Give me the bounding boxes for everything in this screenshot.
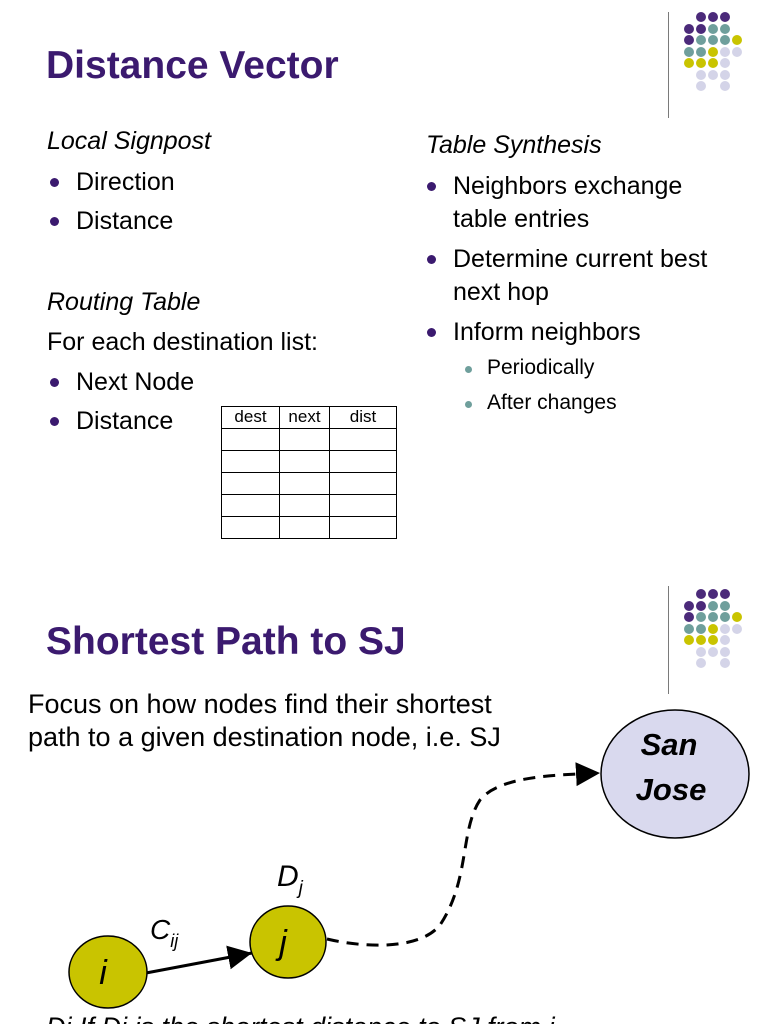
logo-dot: [684, 600, 694, 611]
table-row: [221, 494, 397, 517]
logo-dot: [708, 589, 718, 599]
table-header-cell: dest: [221, 406, 280, 429]
logo-dot: [708, 35, 718, 45]
logo-dot: [708, 600, 718, 611]
logo-dot: [696, 589, 706, 599]
slide-title: Distance Vector: [46, 44, 339, 87]
logo-dot: [720, 69, 730, 80]
logo-dot: [684, 623, 694, 634]
routing-table-heading: Routing Table: [47, 288, 201, 316]
logo-dot: [708, 46, 718, 57]
logo-dot: [684, 635, 694, 645]
table-header-cell: next: [279, 406, 330, 429]
logo-dot: [720, 612, 730, 622]
slide-title: Shortest Path to SJ: [46, 620, 406, 663]
logo-dot: [696, 635, 706, 645]
logo-dot: [720, 12, 730, 22]
logo-dot: [696, 35, 706, 45]
logo-dot: [696, 658, 706, 668]
logo-dot: [696, 600, 706, 611]
logo-dot: [732, 46, 742, 57]
san-jose-label-line2: Jose: [636, 772, 707, 807]
logo-dot: [684, 46, 694, 57]
logo-dot: [720, 635, 730, 645]
sub-bullet-item: Periodically: [465, 356, 594, 380]
slide-shortest-path: Shortest Path to SJ Focus on how nodes f…: [0, 580, 768, 1024]
node-i-label: i: [99, 954, 108, 992]
bullet-item: Distance: [50, 205, 173, 238]
bullet-item: Inform neighbors: [427, 316, 641, 349]
path-diagram: San Jose j i Dj Cij Di If Dj is the shor…: [46, 709, 750, 1024]
dashed-path-edge: [326, 762, 601, 947]
logo-dot: [696, 46, 706, 57]
slide-distance-vector: Distance Vector Local Signpost Direction…: [46, 12, 742, 539]
divider-line: [668, 586, 669, 694]
bullet-item: Distance: [50, 405, 173, 438]
logo-dot: [720, 623, 730, 634]
table-header-row: dest next dist: [221, 406, 397, 429]
logo-dot: [684, 612, 694, 622]
dj-label: Dj: [277, 860, 304, 899]
logo-dot: [720, 23, 730, 34]
logo-dot: [720, 589, 730, 599]
logo-dot: [708, 23, 718, 34]
divider-line: [668, 12, 669, 118]
logo-dot: [720, 658, 730, 668]
logo-dot: [720, 600, 730, 611]
table-header-cell: dist: [329, 406, 397, 429]
logo-dot: [708, 635, 718, 645]
logo-dot: [696, 23, 706, 34]
table-row: [221, 472, 397, 495]
logo-dot: [684, 23, 694, 34]
san-jose-label-line1: San: [641, 727, 698, 762]
san-jose-node: [600, 709, 750, 839]
node-i: [68, 935, 148, 1009]
logo-dot: [732, 35, 742, 45]
logo-dot: [708, 69, 718, 80]
bottom-partial-text: Di If Dj is the shortest distance to SJ …: [46, 1012, 556, 1024]
logo-dot: [708, 612, 718, 622]
logo-dot: [696, 623, 706, 634]
logo-dot: [696, 81, 706, 91]
node-j: [249, 905, 327, 979]
bullet-item: Next Node: [50, 366, 194, 399]
sub-bullet-item: After changes: [465, 391, 617, 415]
logo-dot: [720, 81, 730, 91]
logo-dot: [720, 35, 730, 45]
table-synthesis-heading: Table Synthesis: [426, 131, 602, 159]
logo-dot: [684, 35, 694, 45]
logo-dot: [696, 612, 706, 622]
bullet-item: Direction: [50, 166, 175, 199]
cij-label: Cij: [150, 914, 179, 951]
logo-dot: [732, 623, 742, 634]
table-row: [221, 450, 397, 473]
logo-dot: [708, 58, 718, 68]
logo-dot: [684, 58, 694, 68]
edge-i-to-j: [145, 945, 253, 975]
logo-dot: [720, 46, 730, 57]
logo-dot: [708, 646, 718, 657]
logo-dot: [732, 612, 742, 622]
table-row: [221, 516, 397, 539]
logo-dot: [708, 623, 718, 634]
logo-dot: [696, 69, 706, 80]
routing-table: dest next dist: [221, 406, 397, 539]
logo-dot: [708, 12, 718, 22]
node-j-label: j: [275, 924, 288, 962]
local-signpost-heading: Local Signpost: [47, 127, 212, 155]
destination-list-text: For each destination list:: [47, 328, 318, 356]
logo-dot: [696, 646, 706, 657]
logo-dot: [720, 646, 730, 657]
logo-dot: [696, 58, 706, 68]
logo-dot: [696, 12, 706, 22]
logo-dot: [720, 58, 730, 68]
table-row: [221, 428, 397, 451]
